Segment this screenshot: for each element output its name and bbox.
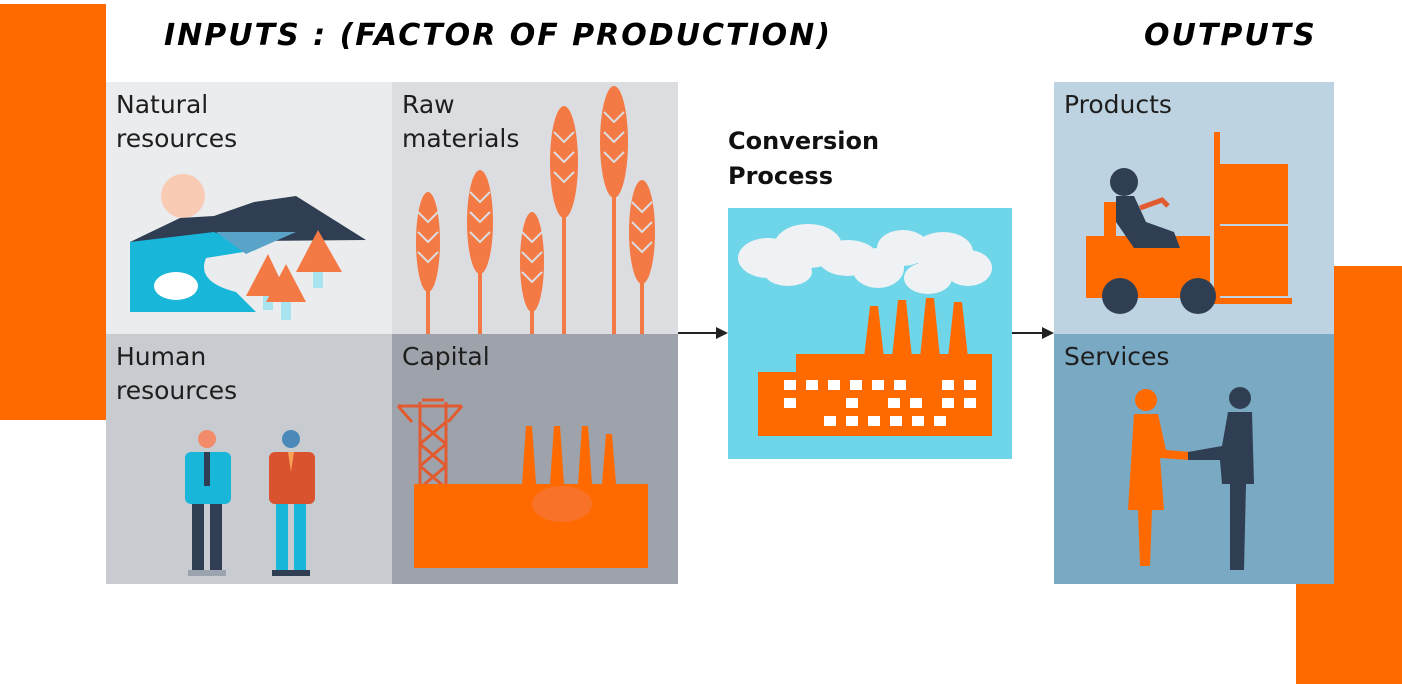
handshake-icon — [1128, 387, 1254, 570]
label-products: Products — [1064, 90, 1172, 119]
tile-capital: Capital — [392, 334, 678, 584]
outputs-heading: OUTPUTS — [1144, 18, 1317, 53]
factory-smoke-icon — [738, 224, 992, 436]
capital-factory-icon — [396, 398, 648, 568]
label-capital: Capital — [402, 342, 490, 371]
inputs-heading: INPUTS : (FACTOR OF PRODUCTION) — [164, 18, 832, 53]
landscape-icon — [130, 174, 366, 320]
label-conversion-process: Conversion Process — [728, 127, 880, 190]
forklift-icon — [1086, 132, 1292, 314]
tile-services: Services — [1054, 334, 1334, 584]
label-raw-materials: Raw materials — [402, 90, 520, 153]
wheat-icon — [416, 86, 655, 334]
label-services: Services — [1064, 342, 1170, 371]
people-icon — [185, 430, 315, 576]
arrow-right-icon — [678, 327, 728, 339]
arrow-right-icon — [1012, 327, 1054, 339]
tile-human-resources: Human resources — [106, 334, 392, 584]
tile-raw-materials: Raw materials — [392, 82, 678, 334]
tile-conversion-process — [728, 208, 1012, 459]
tile-natural-resources: Natural resources — [106, 82, 392, 334]
tile-products: Products — [1054, 82, 1334, 334]
label-human-resources: Human resources — [116, 342, 238, 405]
label-natural-resources: Natural resources — [116, 90, 238, 153]
orange-bar-left — [0, 4, 106, 420]
